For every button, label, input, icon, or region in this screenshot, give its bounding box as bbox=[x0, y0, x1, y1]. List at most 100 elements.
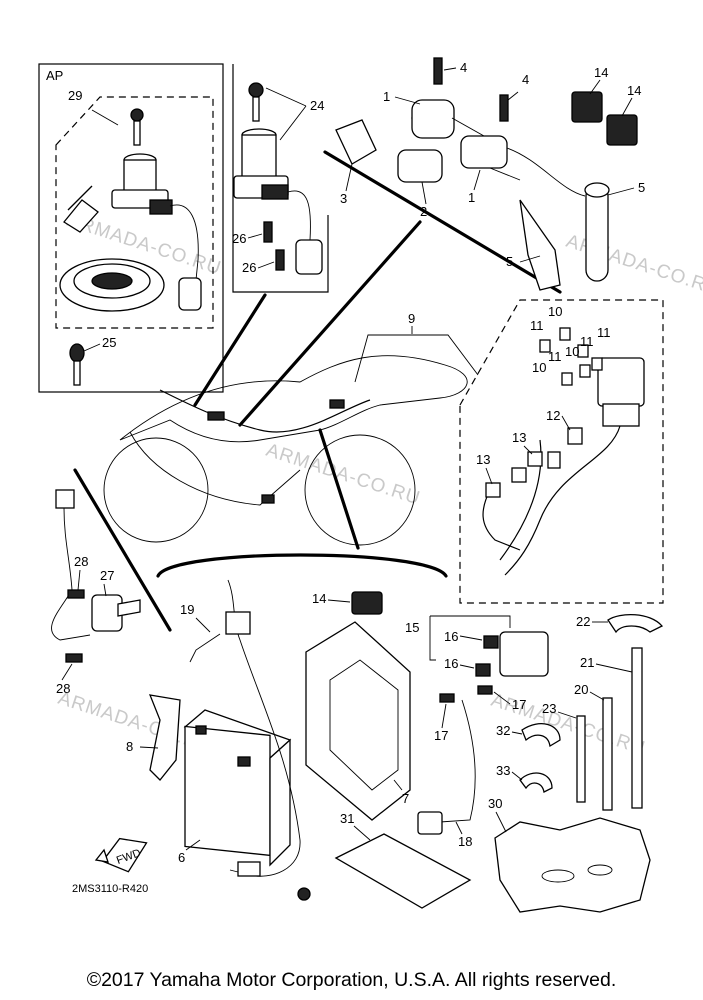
callout-29: 29 bbox=[68, 88, 82, 103]
callout-5: 5 bbox=[638, 180, 645, 195]
callout-13: 13 bbox=[476, 452, 490, 467]
plates-group: 30 31 bbox=[334, 796, 651, 913]
callout-30: 30 bbox=[488, 796, 502, 811]
clamp bbox=[521, 723, 561, 748]
callout-26: 26 bbox=[232, 231, 246, 246]
fuse bbox=[577, 344, 589, 358]
cable-tie bbox=[602, 697, 613, 811]
callout-24: 24 bbox=[310, 98, 324, 113]
callout-20: 20 bbox=[574, 682, 588, 697]
callout-33: 33 bbox=[496, 763, 510, 778]
screw-icon bbox=[263, 221, 273, 243]
callout-19: 19 bbox=[180, 602, 194, 617]
screw-icon bbox=[67, 589, 85, 599]
drawing-code: 2MS3110-R420 bbox=[72, 883, 148, 895]
key-icon bbox=[69, 343, 85, 386]
key-icon bbox=[248, 82, 264, 122]
lock-parts bbox=[63, 185, 99, 233]
starter-group: 28 27 28 bbox=[51, 489, 141, 696]
ignition-coil bbox=[397, 99, 586, 197]
fuel-cap bbox=[59, 258, 165, 312]
callout-7: 7 bbox=[402, 791, 409, 806]
cable-tie bbox=[631, 647, 643, 809]
group-leader bbox=[318, 428, 360, 550]
callout-4: 4 bbox=[522, 72, 529, 87]
callout-26: 26 bbox=[242, 260, 256, 275]
bolt-icon bbox=[499, 94, 509, 122]
callout-6: 6 bbox=[178, 850, 185, 865]
fuse bbox=[539, 339, 551, 353]
plate bbox=[494, 817, 651, 913]
callout-14: 14 bbox=[594, 65, 608, 80]
callout-2: 2 bbox=[420, 204, 427, 219]
group-leader bbox=[73, 468, 172, 632]
fuse-box bbox=[597, 357, 645, 407]
clamps-group: 22 21 20 23 32 33 bbox=[496, 614, 664, 811]
clamp bbox=[607, 614, 664, 634]
fuse bbox=[483, 635, 499, 649]
callout-25: 25 bbox=[102, 335, 116, 350]
callout-13: 13 bbox=[512, 430, 526, 445]
main-switch bbox=[233, 128, 323, 275]
group-leader bbox=[193, 293, 267, 407]
ignition-coil-group: 1 1 2 3 4 4 5 5 14 14 bbox=[323, 57, 645, 294]
battery-box bbox=[305, 621, 411, 821]
callout-15: 15 bbox=[405, 620, 419, 635]
fuse bbox=[579, 364, 591, 378]
bolt-icon bbox=[433, 57, 443, 85]
ap-group-box: AP 29 bbox=[38, 63, 224, 393]
plate bbox=[334, 833, 472, 909]
spark-plug-cap bbox=[519, 182, 610, 291]
relay bbox=[351, 591, 383, 615]
screw-icon bbox=[65, 653, 83, 663]
fuse bbox=[475, 663, 491, 677]
battery-band bbox=[148, 694, 181, 781]
watermark: ARMADA-CO.RU bbox=[563, 231, 703, 301]
connector bbox=[55, 489, 75, 509]
bolt-icon bbox=[477, 685, 493, 695]
callout-28: 28 bbox=[56, 681, 70, 696]
clamp bbox=[519, 772, 553, 793]
group-leader bbox=[238, 220, 422, 427]
callout-14: 14 bbox=[312, 591, 326, 606]
wire-harness-group: 9 10 10 10 11 11 11 11 12 13 13 bbox=[354, 299, 664, 604]
starter-relay bbox=[499, 631, 549, 677]
group-leader bbox=[156, 553, 448, 578]
callout-14: 14 bbox=[627, 83, 641, 98]
forward-direction-badge: FWD bbox=[94, 837, 148, 873]
callout-1: 1 bbox=[468, 190, 475, 205]
callout-27: 27 bbox=[100, 568, 114, 583]
fuse bbox=[561, 372, 573, 386]
fuse bbox=[591, 357, 603, 371]
ignition-switch bbox=[111, 153, 202, 311]
main-switch-group: 24 26 26 bbox=[232, 64, 329, 293]
callout-28: 28 bbox=[74, 554, 88, 569]
callout-1: 1 bbox=[383, 89, 390, 104]
key-icon bbox=[130, 108, 144, 146]
callout-17: 17 bbox=[434, 728, 448, 743]
screw-icon bbox=[275, 249, 285, 271]
callout-3: 3 bbox=[340, 191, 347, 206]
callout-32: 32 bbox=[496, 723, 510, 738]
callout-11: 11 bbox=[548, 349, 562, 364]
battery bbox=[183, 709, 292, 867]
callout-17: 17 bbox=[512, 697, 526, 712]
bolt-icon bbox=[439, 693, 455, 703]
callout-4: 4 bbox=[460, 60, 467, 75]
copyright-notice: ©2017 Yamaha Motor Corporation, U.S.A. A… bbox=[86, 969, 617, 991]
callout-31: 31 bbox=[340, 811, 354, 826]
motorcycle-outline bbox=[103, 355, 468, 546]
callout-16: 16 bbox=[444, 629, 458, 644]
relay bbox=[571, 91, 603, 123]
callout-11: 11 bbox=[580, 334, 594, 349]
callout-12: 12 bbox=[546, 408, 560, 423]
callout-5: 5 bbox=[506, 254, 513, 269]
callout-8: 8 bbox=[126, 739, 133, 754]
callout-9: 9 bbox=[408, 311, 415, 326]
ap-label: AP bbox=[46, 68, 63, 83]
callout-22: 22 bbox=[576, 614, 590, 629]
callout-18: 18 bbox=[458, 834, 472, 849]
relay bbox=[606, 114, 638, 146]
callout-10: 10 bbox=[565, 344, 579, 359]
